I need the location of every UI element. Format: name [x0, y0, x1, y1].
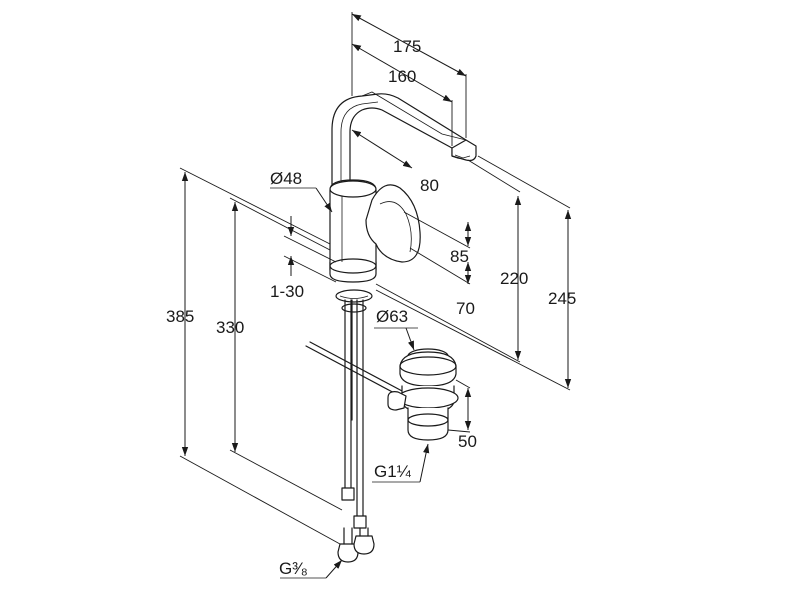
dim-220: 220	[500, 269, 528, 288]
supply-hose-right	[356, 299, 364, 521]
dim-g3-8: G³⁄₈	[279, 559, 308, 578]
dim-70: 70	[456, 299, 475, 318]
body-top-ellipse	[329, 180, 377, 198]
spout-highlight	[340, 101, 379, 190]
drain-tail-ring	[407, 413, 449, 427]
faucet-body	[305, 91, 477, 563]
base-ring-ellipse	[329, 258, 377, 274]
drain-flange-top	[399, 356, 457, 376]
hose-ferrule-right	[353, 515, 367, 529]
popup-rod	[305, 341, 405, 397]
outlet-aerator	[454, 154, 471, 159]
drain-pivot	[387, 391, 407, 411]
hose-ferrule-left	[341, 487, 355, 501]
washer-inner	[339, 295, 369, 299]
hose-nut-right	[353, 535, 375, 555]
base-ring	[329, 261, 377, 283]
hose-stub-left	[343, 527, 353, 545]
drain-flange	[399, 351, 457, 387]
lever-handle	[365, 184, 421, 263]
drain-tail	[407, 407, 449, 441]
dim-85: 85	[450, 247, 469, 266]
dim-385: 385	[166, 307, 194, 326]
dim-160: 160	[388, 67, 416, 86]
drain-nut	[397, 387, 459, 409]
mounting-nut	[341, 303, 367, 313]
dim-175: 175	[393, 37, 421, 56]
dim-330: 330	[216, 318, 244, 337]
dim-g1-1-4: G1¼	[374, 462, 412, 481]
dim-1-30: 1-30	[270, 282, 304, 301]
supply-hose-left	[344, 299, 352, 491]
dim-dia63: Ø63	[376, 307, 408, 326]
waste-drain	[387, 348, 459, 441]
hose-nut-left	[337, 543, 359, 563]
spout-outlet	[451, 139, 477, 162]
hose-stub-right	[359, 527, 369, 537]
dim-50: 50	[458, 432, 477, 451]
dimension-lines	[179, 12, 572, 579]
mounting-washer	[335, 289, 373, 303]
dim-80: 80	[420, 176, 439, 195]
dim-dia48: Ø48	[270, 169, 302, 188]
dimension-labels: 175 160 80 Ø48 85 1-30 70 Ø63 220 245 38…	[166, 37, 576, 578]
dim-245: 245	[548, 289, 576, 308]
lever-shade	[379, 201, 412, 253]
